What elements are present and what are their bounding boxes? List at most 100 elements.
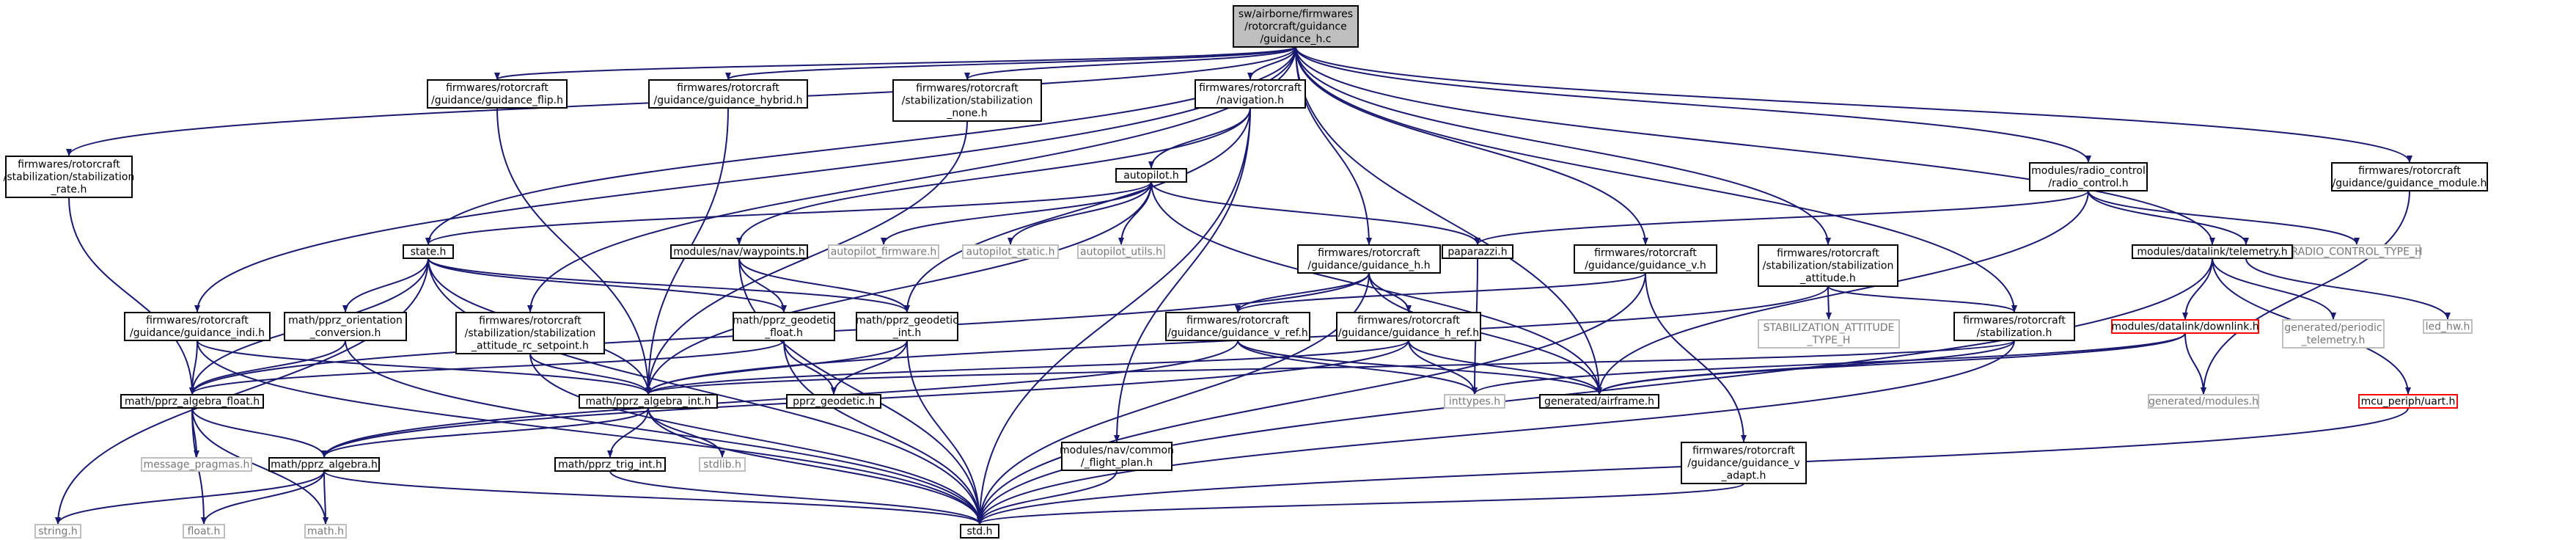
node-label-line: firmwares/rotorcraft: [2358, 165, 2461, 177]
node-label-line: std.h: [967, 526, 993, 538]
edge-algebra_int-to-algebra: [321, 407, 649, 458]
node-stdlib: stdlib.h: [699, 457, 746, 472]
node-gen_periodic: generated/periodic_telemetry.h: [2282, 319, 2385, 349]
node-autopilot[interactable]: autopilot.h: [1115, 168, 1187, 183]
node-label-line: _int.h: [892, 327, 922, 339]
node-label-line: math/pprz_trig_int.h: [558, 459, 662, 471]
node-label-line: sw/airborne/firmwares: [1239, 9, 1353, 21]
node-stab_att[interactable]: firmwares/rotorcraft/stabilization/stabi…: [1758, 244, 1898, 287]
node-gmodule[interactable]: firmwares/rotorcraft/guidance/guidance_m…: [2331, 162, 2488, 191]
node-label-line: math/pprz_algebra_int.h: [586, 396, 711, 408]
edge-stab_att-to-stabilization: [1827, 285, 2017, 313]
node-box: [1539, 394, 1659, 409]
edge-waypoints-to-std: [738, 258, 983, 525]
node-ghybrid[interactable]: firmwares/rotorcraft/guidance/guidance_h…: [648, 79, 808, 109]
node-telemetry[interactable]: modules/datalink/telemetry.h: [2132, 244, 2293, 259]
node-label-line: autopilot_static.h: [966, 247, 1055, 258]
node-orientation[interactable]: math/pprz_orientation_conversion.h: [284, 312, 407, 341]
edge-flight_plan-to-std: [977, 470, 1118, 525]
edge-navigation-to-geodetic_int: [904, 107, 1251, 313]
node-flight_plan[interactable]: modules/nav/common/_flight_plan.h: [1060, 442, 1174, 471]
node-label-line: /guidance/guidance_v: [1687, 458, 1799, 470]
node-gflip[interactable]: firmwares/rotorcraft/guidance/guidance_f…: [427, 79, 568, 109]
edge-geodetic_int-to-std: [906, 340, 983, 525]
node-label-line: /stabilization/stabilization: [4, 172, 135, 183]
node-gen_airframe[interactable]: generated/airframe.h: [1539, 394, 1659, 409]
node-std[interactable]: std.h: [960, 524, 999, 539]
edge-stab_rate-to-algebra_float: [68, 197, 195, 395]
node-box: [1336, 312, 1481, 341]
node-state[interactable]: state.h: [403, 244, 454, 259]
node-label-line: modules/nav/waypoints.h: [673, 247, 805, 258]
edge-autopilot-to-state: [425, 181, 1152, 245]
node-box: [2132, 244, 2293, 259]
edge-root-to-gmodule: [1295, 46, 2412, 163]
node-gv_adapt[interactable]: firmwares/rotorcraft/guidance/guidance_v…: [1681, 442, 1807, 484]
node-gh_ref[interactable]: firmwares/rotorcraft/guidance/guidance_h…: [1336, 312, 1481, 341]
edge-autopilot-to-ap_firmware: [881, 181, 1152, 245]
node-geodetic_float[interactable]: math/pprz_geodetic_float.h: [733, 312, 835, 341]
node-box: [579, 394, 718, 409]
node-waypoints[interactable]: modules/nav/waypoints.h: [670, 244, 808, 259]
node-box: [648, 79, 808, 109]
edge-trig_int-to-std: [609, 470, 983, 525]
node-box: [960, 524, 999, 539]
node-label-line: RADIO_CONTROL_TYPE_H: [2291, 247, 2423, 258]
node-box: [554, 457, 666, 472]
node-stab_rc[interactable]: firmwares/rotorcraft/stabilization/stabi…: [455, 312, 605, 354]
edge-algebra-to-string: [55, 470, 325, 525]
edge-telemetry-to-std: [977, 258, 2213, 525]
edge-guidance_v-to-gv_ref: [1235, 272, 1646, 313]
node-trig_int[interactable]: math/pprz_trig_int.h: [554, 457, 666, 472]
node-label-line: led_hw.h: [2426, 321, 2470, 333]
node-guidance_v[interactable]: firmwares/rotorcraft/guidance/guidance_v…: [1574, 244, 1717, 274]
node-label-line: /guidance/guidance_v_ref.h: [1167, 327, 1308, 339]
edge-root-to-gen_airframe: [1295, 46, 1602, 395]
node-label-line: _telemetry.h: [2301, 335, 2366, 346]
edge-orientation-to-algebra_float: [189, 340, 346, 395]
node-label-line: math/pprz_geodetic: [856, 315, 958, 326]
node-label-line: generated/periodic: [2284, 322, 2382, 334]
node-label-line: /radio_control.h: [2048, 178, 2128, 189]
node-box: [34, 524, 81, 539]
node-stab_none[interactable]: firmwares/rotorcraft/stabilization/stabi…: [892, 79, 1042, 122]
node-navigation[interactable]: firmwares/rotorcraft/navigation.h: [1195, 79, 1306, 109]
node-stab_rate[interactable]: firmwares/rotorcraft/stabilization/stabi…: [4, 156, 135, 198]
node-gv_ref[interactable]: firmwares/rotorcraft/guidance/guidance_v…: [1165, 312, 1310, 341]
node-gindi[interactable]: firmwares/rotorcraft/guidance/guidance_i…: [124, 312, 271, 341]
node-label-line: firmwares/rotorcraft: [1318, 247, 1420, 259]
node-downlink[interactable]: modules/datalink/downlink.h: [2111, 319, 2259, 334]
node-label-line: /rotorcraft/guidance: [1244, 21, 1346, 33]
node-guidance_h[interactable]: firmwares/rotorcraft/guidance/guidance_h…: [1297, 244, 1441, 274]
edge-radio_control-to-rc_type: [2088, 190, 2360, 245]
node-box: [2331, 162, 2488, 191]
edge-root-to-navigation: [1247, 46, 1296, 80]
edge-algebra-to-std: [323, 470, 983, 525]
node-label-line: /guidance/guidance_h.h: [1307, 260, 1430, 271]
node-label-line: autopilot_firmware.h: [831, 247, 937, 258]
node-label-line: modules/radio_control: [2031, 165, 2146, 177]
node-label-line: string.h: [38, 526, 78, 538]
edge-guidance_v-to-gv_adapt: [1645, 272, 1747, 442]
edge-root-to-stab_none: [964, 46, 1296, 80]
node-box: [455, 312, 605, 354]
node-algebra_float[interactable]: math/pprz_algebra_float.h: [120, 394, 264, 409]
node-label-line: math/pprz_geodetic: [733, 315, 835, 326]
node-label-line: _rate.h: [51, 184, 87, 196]
node-label-line: /_flight_plan.h: [1081, 457, 1153, 469]
node-algebra_int[interactable]: math/pprz_algebra_int.h: [579, 394, 718, 409]
node-stabilization[interactable]: firmwares/rotorcraft/stabilization.h: [1953, 312, 2075, 341]
node-geodetic_int[interactable]: math/pprz_geodetic_int.h: [856, 312, 958, 341]
node-algebra[interactable]: math/pprz_algebra.h: [268, 457, 380, 472]
node-label-line: firmwares/rotorcraft: [1594, 247, 1697, 259]
node-label-line: firmwares/rotorcraft: [1186, 315, 1289, 326]
node-radio_control[interactable]: modules/radio_control/radio_control.h: [2029, 162, 2148, 191]
node-box: [892, 79, 1042, 122]
node-label-line: _float.h: [764, 327, 803, 339]
node-pprz_geodetic[interactable]: pprz_geodetic.h: [786, 394, 881, 409]
node-message_pragmas: message_pragmas.h: [141, 457, 252, 472]
node-paparazzi[interactable]: paparazzi.h: [1442, 244, 1513, 259]
node-box: [699, 457, 746, 472]
node-uart[interactable]: mcu_periph/uart.h: [2358, 394, 2458, 409]
node-box: [141, 457, 252, 472]
